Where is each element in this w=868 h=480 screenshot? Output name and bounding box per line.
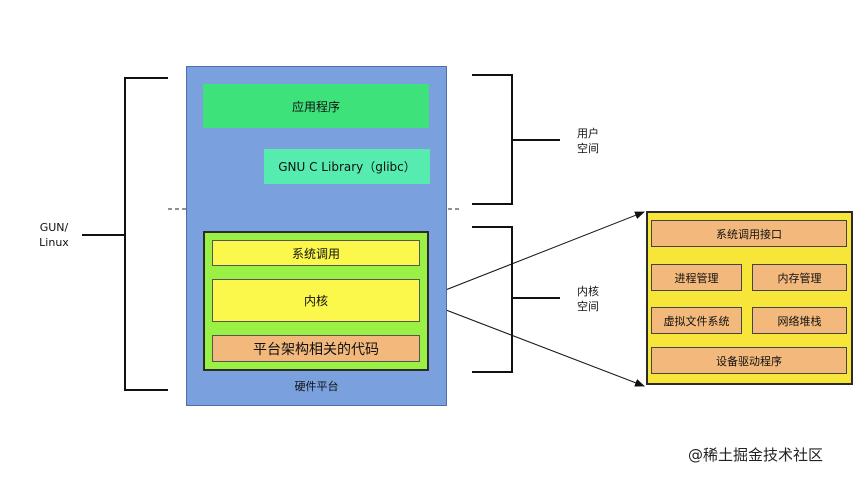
virtual-filesystem-box: 虚拟文件系统 [651,307,742,334]
hardware-platform-label: 硬件平台 [294,380,339,393]
user-space-label: 用户 空间 [568,126,608,156]
kernel-detail-arrow-bottom [419,299,645,387]
process-management-box: 进程管理 [651,264,742,291]
user-space-bracket [472,74,513,205]
kernel-space-label-line1: 内核 [577,285,599,298]
arch-code-box: 平台架构相关的代码 [212,335,420,362]
syscall-interface-box: 系统调用接口 [651,220,847,247]
user-space-label-line2: 空间 [577,142,599,155]
gnu-linux-label-line1: GUN/ [39,221,69,234]
user-space-label-line1: 用户 [577,127,599,140]
kernel-space-bracket [472,226,513,373]
kernel-space-label: 内核 空间 [568,284,608,314]
syscall-box: 系统调用 [212,240,420,266]
gnu-linux-bracket [124,77,168,391]
gnu-linux-label-line2: Linux [39,236,69,249]
application-box: 应用程序 [203,84,429,128]
kernel-detail-arrow-top [419,211,645,301]
memory-management-box: 内存管理 [752,264,847,291]
kernel-space-label-line2: 空间 [577,300,599,313]
device-drivers-box: 设备驱动程序 [651,347,847,374]
kernel-box: 内核 [212,279,420,322]
juejin-watermark: @稀土掘金技术社区 [688,446,824,464]
gnu-linux-label: GUN/ Linux [30,220,78,250]
network-stack-box: 网络堆栈 [752,307,847,334]
glibc-box: GNU C Library（glibc） [264,149,430,184]
